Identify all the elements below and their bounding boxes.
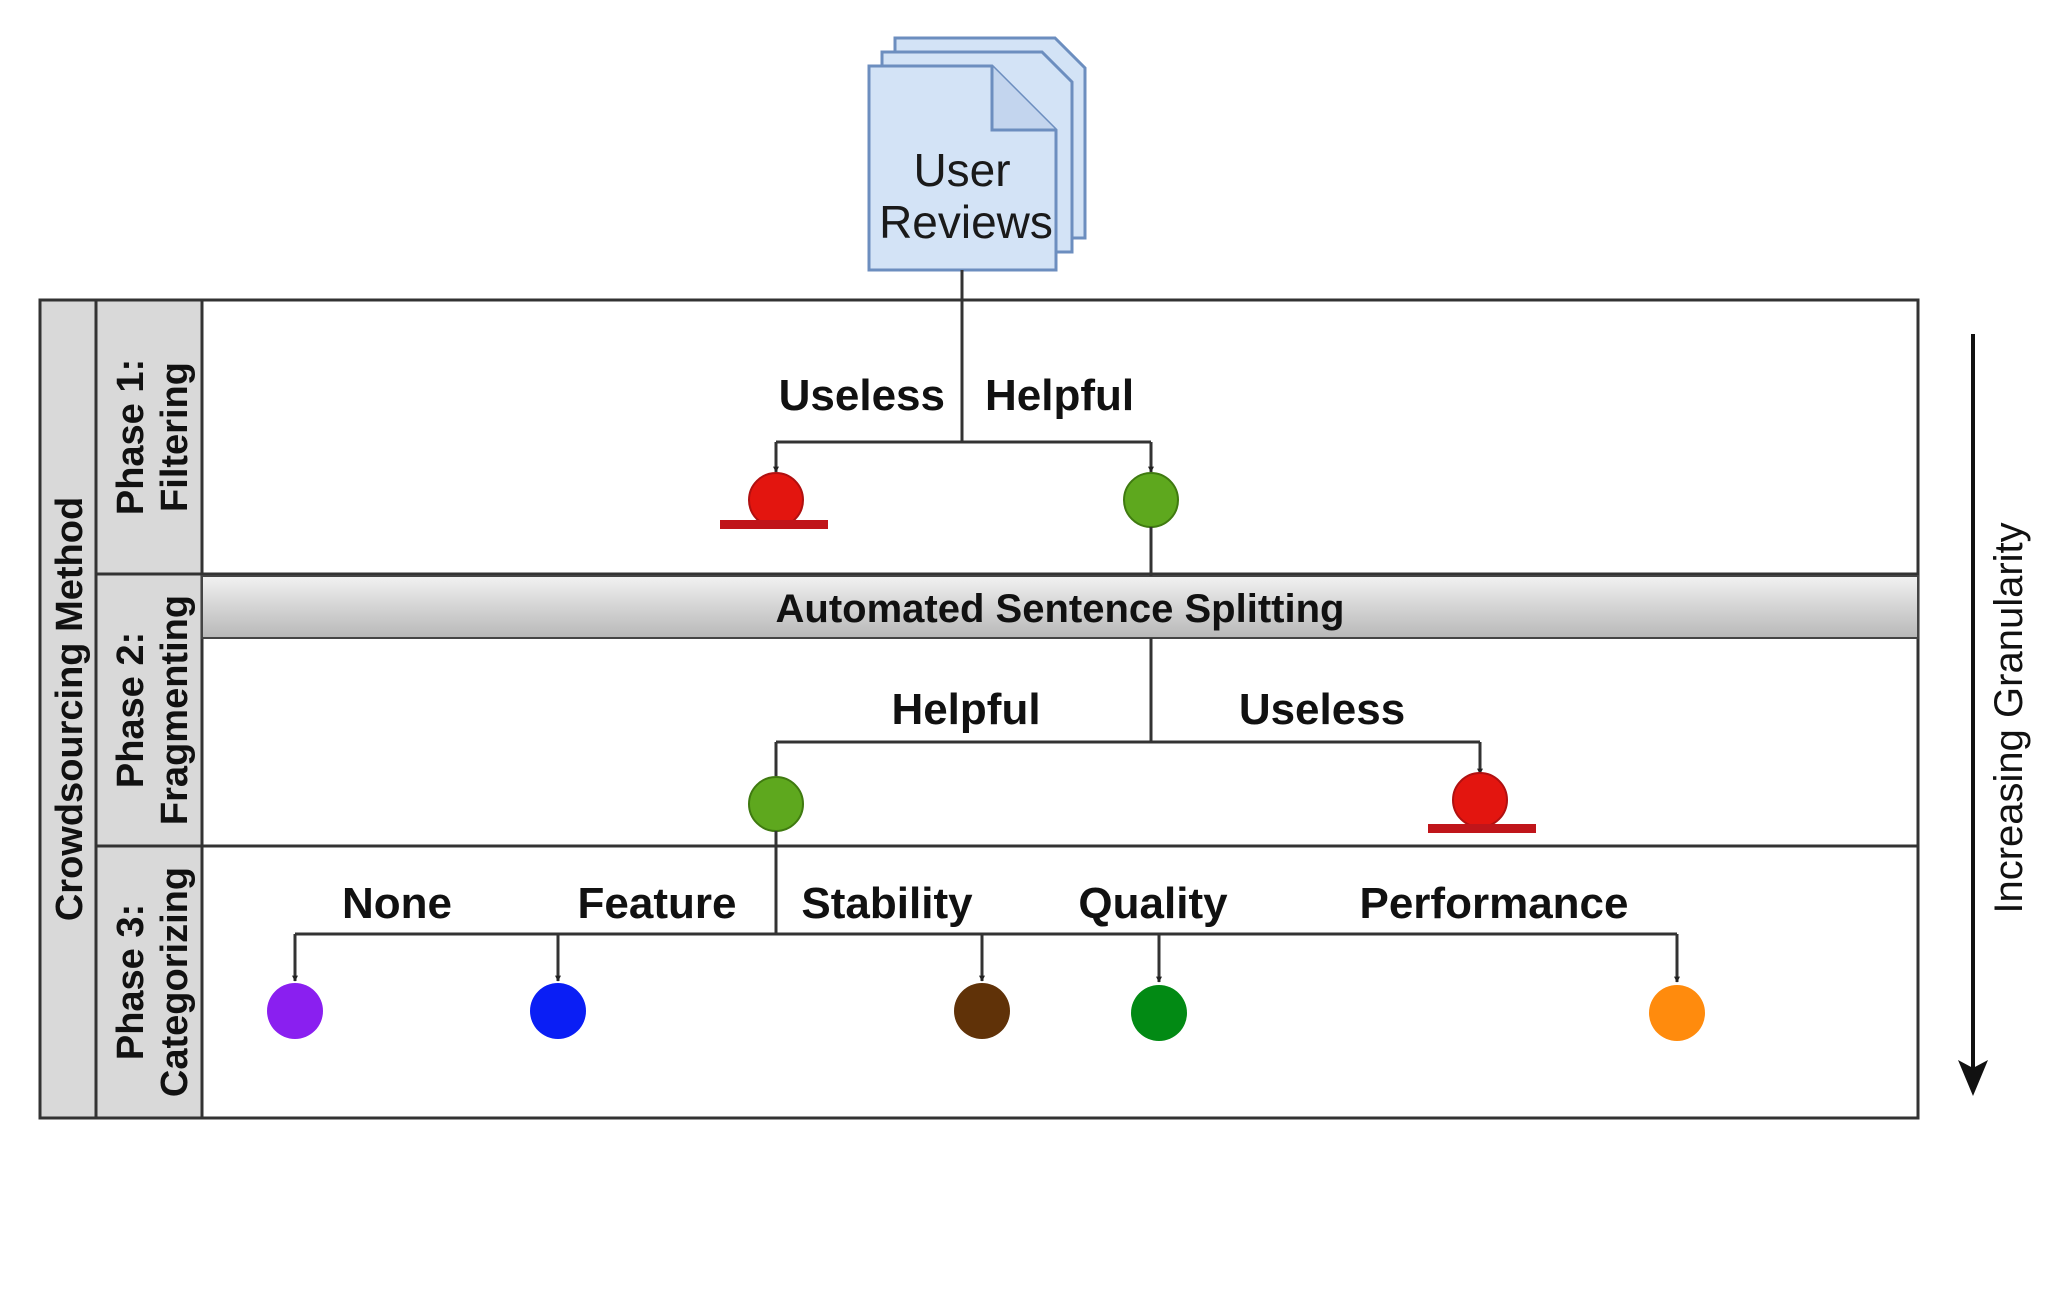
category-stability-node: [954, 983, 1010, 1039]
phase3-label-line1: Phase 3:: [110, 904, 152, 1060]
source-label-line1: User: [913, 144, 1010, 196]
phase2-label-line1: Phase 2:: [110, 632, 152, 788]
phase2-discard-bar: [1428, 824, 1536, 833]
phase3-label-line2: Categorizing: [154, 867, 196, 1097]
phase1-helpful-node: [1123, 472, 1179, 528]
phase1-useless-node: [748, 472, 804, 528]
phase1-label: Phase 1: Filtering: [110, 359, 196, 515]
phase2-label-cell: [94, 572, 204, 848]
source-label-line2: Reviews: [879, 196, 1053, 248]
category-feature-node: [530, 983, 586, 1039]
user-reviews-documents: User Reviews: [867, 36, 1087, 272]
category-feature-label: Feature: [578, 879, 737, 928]
granularity-arrowhead: [1958, 1060, 1988, 1096]
phases-frame: [200, 298, 1920, 1120]
phase1-label-line2: Filtering: [154, 362, 196, 512]
phase2-helpful-node: [748, 776, 804, 832]
category-stability-label: Stability: [801, 879, 973, 928]
phase1-label-line1: Phase 1:: [110, 359, 152, 515]
phase3-label-cell: [94, 844, 204, 1120]
category-quality-node: [1131, 985, 1187, 1041]
sentence-splitting-band: [201, 575, 1919, 639]
phase3-label: Phase 3: Categorizing: [110, 867, 196, 1097]
category-none-label: None: [342, 879, 452, 928]
phase1-helpful-label: Helpful: [985, 371, 1134, 420]
phase2-useless-label: Useless: [1239, 685, 1405, 734]
category-none-node: [267, 983, 323, 1039]
document-fold: [990, 66, 1056, 132]
phase1-discard-bar: [720, 520, 828, 529]
phase2-label-line2: Fragmenting: [154, 595, 196, 825]
phase2-label: Phase 2: Fragmenting: [110, 595, 196, 825]
phase2-useless-node: [1452, 772, 1508, 828]
sentence-splitting-label: Automated Sentence Splitting: [776, 587, 1345, 631]
category-performance-node: [1649, 985, 1705, 1041]
category-performance-label: Performance: [1359, 879, 1628, 928]
phase1-useless-label: Useless: [779, 371, 945, 420]
granularity-label: Increasing Granularity: [1987, 522, 2031, 913]
category-quality-label: Quality: [1078, 879, 1228, 928]
phase2-helpful-label: Helpful: [891, 685, 1040, 734]
method-label: Crowdsourcing Method: [49, 497, 91, 921]
